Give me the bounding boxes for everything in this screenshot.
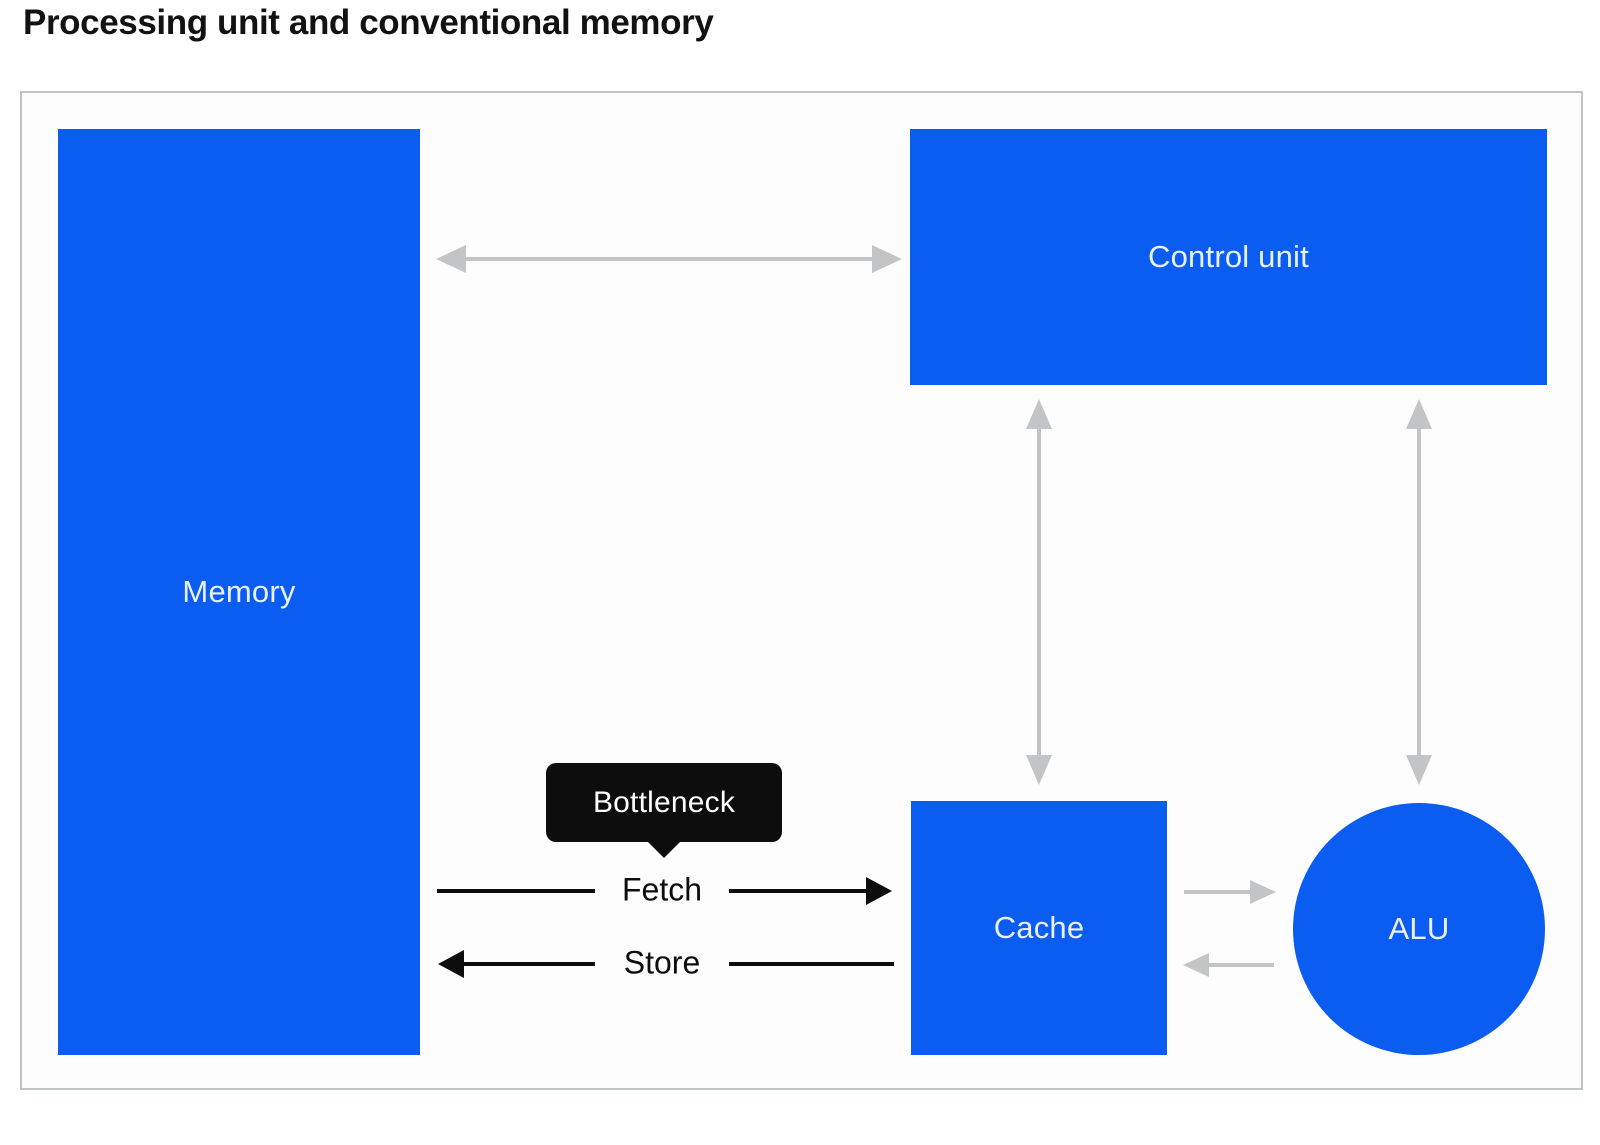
cache-alu-arrow [1184,880,1276,904]
control-unit-label: Control unit [1148,239,1309,274]
alu-cache-arrow [1183,953,1274,977]
control-unit-node: Control unit [910,129,1547,385]
fetch-arrow [437,877,892,905]
controlunit-alu-biarrow [1406,399,1432,785]
store-label: Store [623,944,701,981]
bottleneck-callout: Bottleneck [546,763,782,842]
alu-label: ALU [1388,911,1450,946]
diagram-title: Processing unit and conventional memory [23,3,714,42]
cache-node: Cache [911,801,1167,1055]
bottleneck-callout-label: Bottleneck [592,785,736,819]
arrow-layer [436,245,1432,978]
alu-node: ALU [1293,803,1545,1055]
memory-controlunit-biarrow [436,245,902,273]
memory-node: Memory [58,129,420,1055]
controlunit-cache-biarrow [1026,399,1052,785]
diagram-canvas: Memory Control unit Cache ALU Bottleneck… [20,91,1583,1090]
cache-label: Cache [993,910,1085,945]
store-arrow [438,950,894,978]
memory-label: Memory [182,574,296,609]
fetch-label: Fetch [621,871,703,908]
